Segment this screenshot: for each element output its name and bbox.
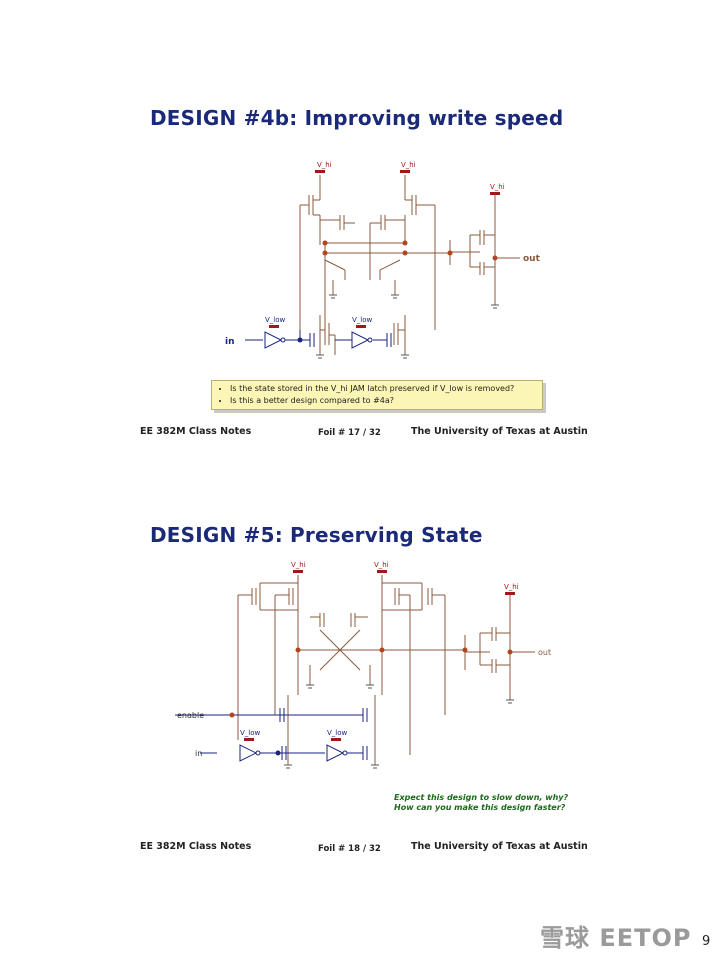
slide2-footer-right: The University of Texas at Austin: [411, 841, 588, 852]
slide1-bullet-2: Is this a better design compared to #4a?: [230, 395, 536, 407]
slide1-vlow-b-label: V_low: [352, 316, 373, 324]
slide2-vhi-b-label: V_hi: [374, 561, 389, 569]
slide2-vlow-b-label: V_low: [327, 729, 348, 737]
slide1-question-box: Is the state stored in the V_hi JAM latc…: [211, 380, 543, 410]
slide2-title: DESIGN #5: Preserving State: [150, 523, 483, 547]
slide1-footer-right: The University of Texas at Austin: [411, 426, 588, 437]
slide1-footer-center: Foil # 17 / 32: [318, 428, 381, 438]
slide1-schematic: V_hi V_hi V_hi V_low V_low in out: [225, 161, 541, 359]
slide2-in-label: in: [195, 749, 202, 758]
slide2-enable-label: enable: [177, 711, 204, 720]
slide2-question-1: Expect this design to slow down, why?: [394, 793, 569, 802]
watermark: 雪球 EETOP: [540, 924, 692, 952]
slide2-out-label: out: [538, 648, 551, 657]
page-number: 9: [702, 934, 711, 949]
slide2-vlow-a-label: V_low: [240, 729, 261, 737]
slide1-footer-left: EE 382M Class Notes: [140, 426, 252, 437]
slide1-out-label: out: [523, 254, 541, 264]
slide1-title: DESIGN #4b: Improving write speed: [150, 106, 564, 130]
slide1-in-label: in: [225, 337, 235, 347]
slide2-vhi-a-label: V_hi: [291, 561, 306, 569]
slide1-vhi-b-label: V_hi: [401, 161, 416, 169]
slide2-schematic: V_hi V_hi V_hi V_low V_low enable in out: [175, 561, 551, 769]
slide1-vhi-a-label: V_hi: [317, 161, 332, 169]
slide2-vhi-c-label: V_hi: [504, 583, 519, 591]
slide2-footer-left: EE 382M Class Notes: [140, 841, 252, 852]
slide1-vhi-c-label: V_hi: [490, 183, 505, 191]
slide1-vlow-a-label: V_low: [265, 316, 286, 324]
slide2-footer-center: Foil # 18 / 32: [318, 844, 381, 854]
slide2-question-2: How can you make this design faster?: [394, 803, 566, 812]
slide1-bullet-1: Is the state stored in the V_hi JAM latc…: [230, 383, 536, 395]
